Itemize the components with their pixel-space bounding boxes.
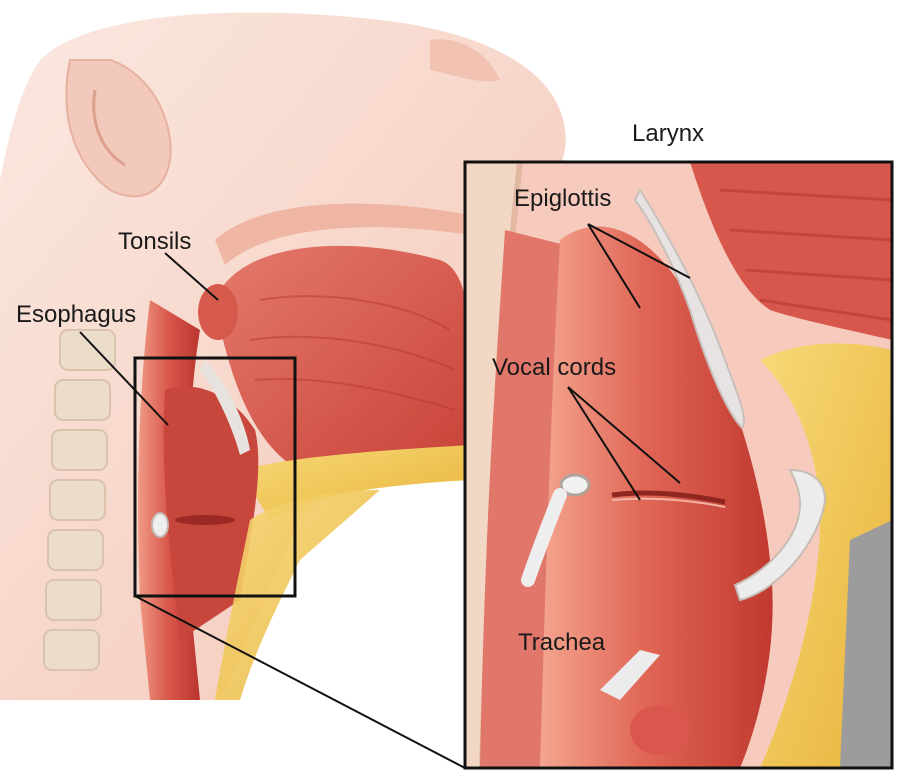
palate — [215, 203, 470, 265]
inset-tongue-base — [690, 162, 892, 340]
label-esophagus: Esophagus — [16, 301, 137, 328]
pointer-epiglottis-2 — [587, 223, 691, 279]
label-trachea: Trachea — [518, 629, 606, 656]
spine — [43, 329, 116, 671]
zoom-source-box — [133, 356, 297, 598]
head-neck-crosssection — [0, 12, 566, 701]
larynx-inset — [465, 162, 892, 768]
pointer-vocal-cords-1 — [567, 386, 641, 501]
label-vocal-cords: Vocal cords — [492, 354, 617, 381]
connector-line-1 — [134, 595, 466, 769]
ear — [65, 59, 172, 198]
inset-thyroid-cartilage — [733, 468, 827, 602]
pointer-vocal-cords-2 — [567, 386, 681, 484]
inset-epiglottis — [633, 187, 745, 430]
pointer-esophagus — [79, 331, 169, 426]
label-epiglottis: Epiglottis — [514, 185, 612, 212]
pointer-epiglottis-1 — [587, 223, 641, 309]
label-tonsils: Tonsils — [118, 228, 192, 255]
label-pointers — [79, 223, 691, 501]
larynx-small — [163, 386, 259, 640]
tongue — [215, 245, 470, 470]
pointer-tonsils — [164, 252, 219, 301]
zoom-inset-frame — [463, 160, 894, 770]
inset-tracheal-ring — [559, 473, 591, 497]
inset-vocal-fold — [611, 490, 726, 505]
label-larynx: Larynx — [632, 120, 705, 147]
tonsil — [198, 284, 238, 340]
